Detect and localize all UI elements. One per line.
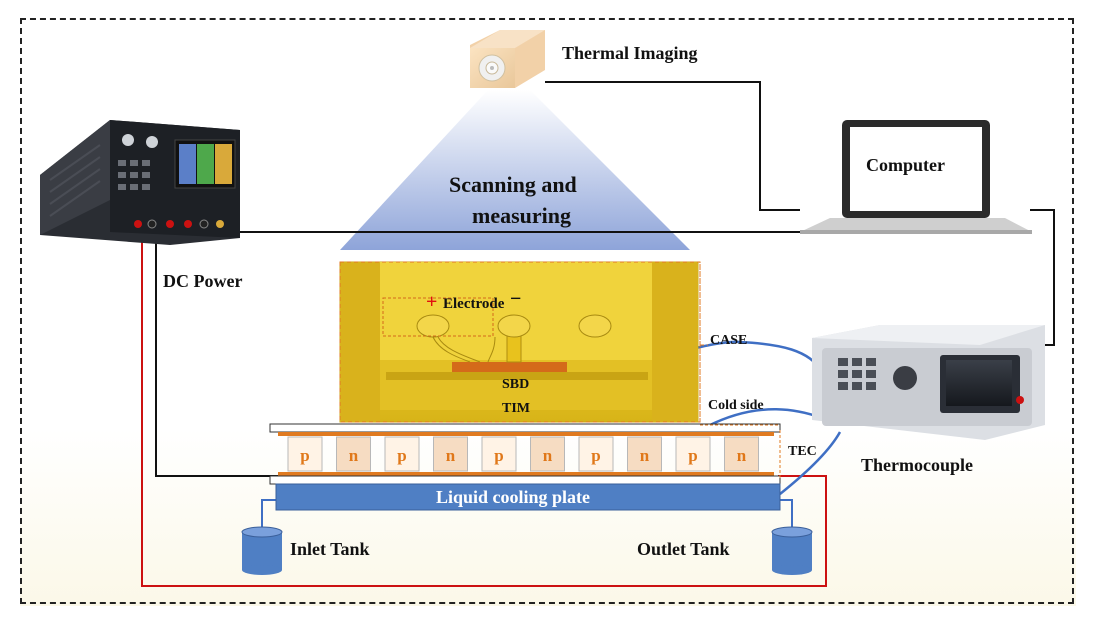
thermal-imaging-label: Thermal Imaging [562, 43, 698, 63]
electrode-minus-sign: − [510, 288, 522, 310]
case-bracket [699, 264, 708, 420]
dc-power-label: DC Power [163, 271, 243, 291]
tec-leg-n [336, 436, 371, 472]
tec-leg-p [578, 436, 614, 472]
liquid-cooling-plate-label: Liquid cooling plate [436, 487, 591, 507]
tec-leg-p [675, 436, 711, 472]
tec-leg-label: p [300, 446, 309, 465]
scanning-label-line1: Scanning and [449, 172, 577, 197]
tec-leg-label: n [446, 446, 456, 465]
tec-label: TEC [788, 444, 817, 459]
tec-leg-label: n [737, 446, 747, 465]
tec-leg-p [384, 436, 420, 472]
laptop-computer-icon [800, 120, 1032, 234]
cold-side-label: Cold side [708, 398, 764, 413]
liquid-cooling-plate [275, 483, 781, 511]
case-label: CASE [710, 333, 748, 348]
tec-leg-label: p [688, 446, 697, 465]
thermocouple-label: Thermocouple [861, 455, 973, 475]
thermocouple-instrument-icon [812, 325, 1045, 440]
tec-leg-label: p [591, 446, 600, 465]
tec-leg-n [724, 436, 759, 472]
outlet-tank-icon [771, 526, 813, 575]
tec-leg-n [530, 436, 565, 472]
scan-projection-cone [340, 90, 690, 250]
inlet-tank-label: Inlet Tank [290, 539, 370, 559]
tec-leg-label: n [543, 446, 553, 465]
sbd-label: SBD [502, 377, 530, 392]
electrode-label: Electrode [443, 296, 505, 312]
tec-leg-p [481, 436, 517, 472]
outlet-tank-label: Outlet Tank [637, 539, 730, 559]
outlet-pipe [776, 499, 793, 530]
thermal-camera-icon [470, 30, 545, 88]
electrode-plus-sign: + [426, 291, 438, 313]
tec-leg-n [433, 436, 468, 472]
tec-leg-label: p [397, 446, 406, 465]
power-red-wire [141, 228, 827, 587]
inlet-pipe [261, 499, 280, 530]
computer-label: Computer [866, 155, 945, 175]
dashed-frame [20, 18, 1074, 604]
power-module-case [339, 261, 701, 423]
tec-leg-label: n [640, 446, 650, 465]
camera-computer-cable [545, 81, 800, 211]
tec-leg-n [627, 436, 662, 472]
tec-leg-label: n [349, 446, 359, 465]
tim-label: TIM [502, 401, 530, 416]
thermocouple-wire-plate [779, 431, 842, 495]
inlet-tank-icon [241, 526, 283, 575]
tec-leg-label: p [494, 446, 503, 465]
tec-leg-p [287, 436, 323, 472]
power-tec-black-wire [155, 228, 278, 477]
dc-power-supply-icon [40, 120, 240, 245]
scanning-label-line2: measuring [472, 203, 571, 228]
